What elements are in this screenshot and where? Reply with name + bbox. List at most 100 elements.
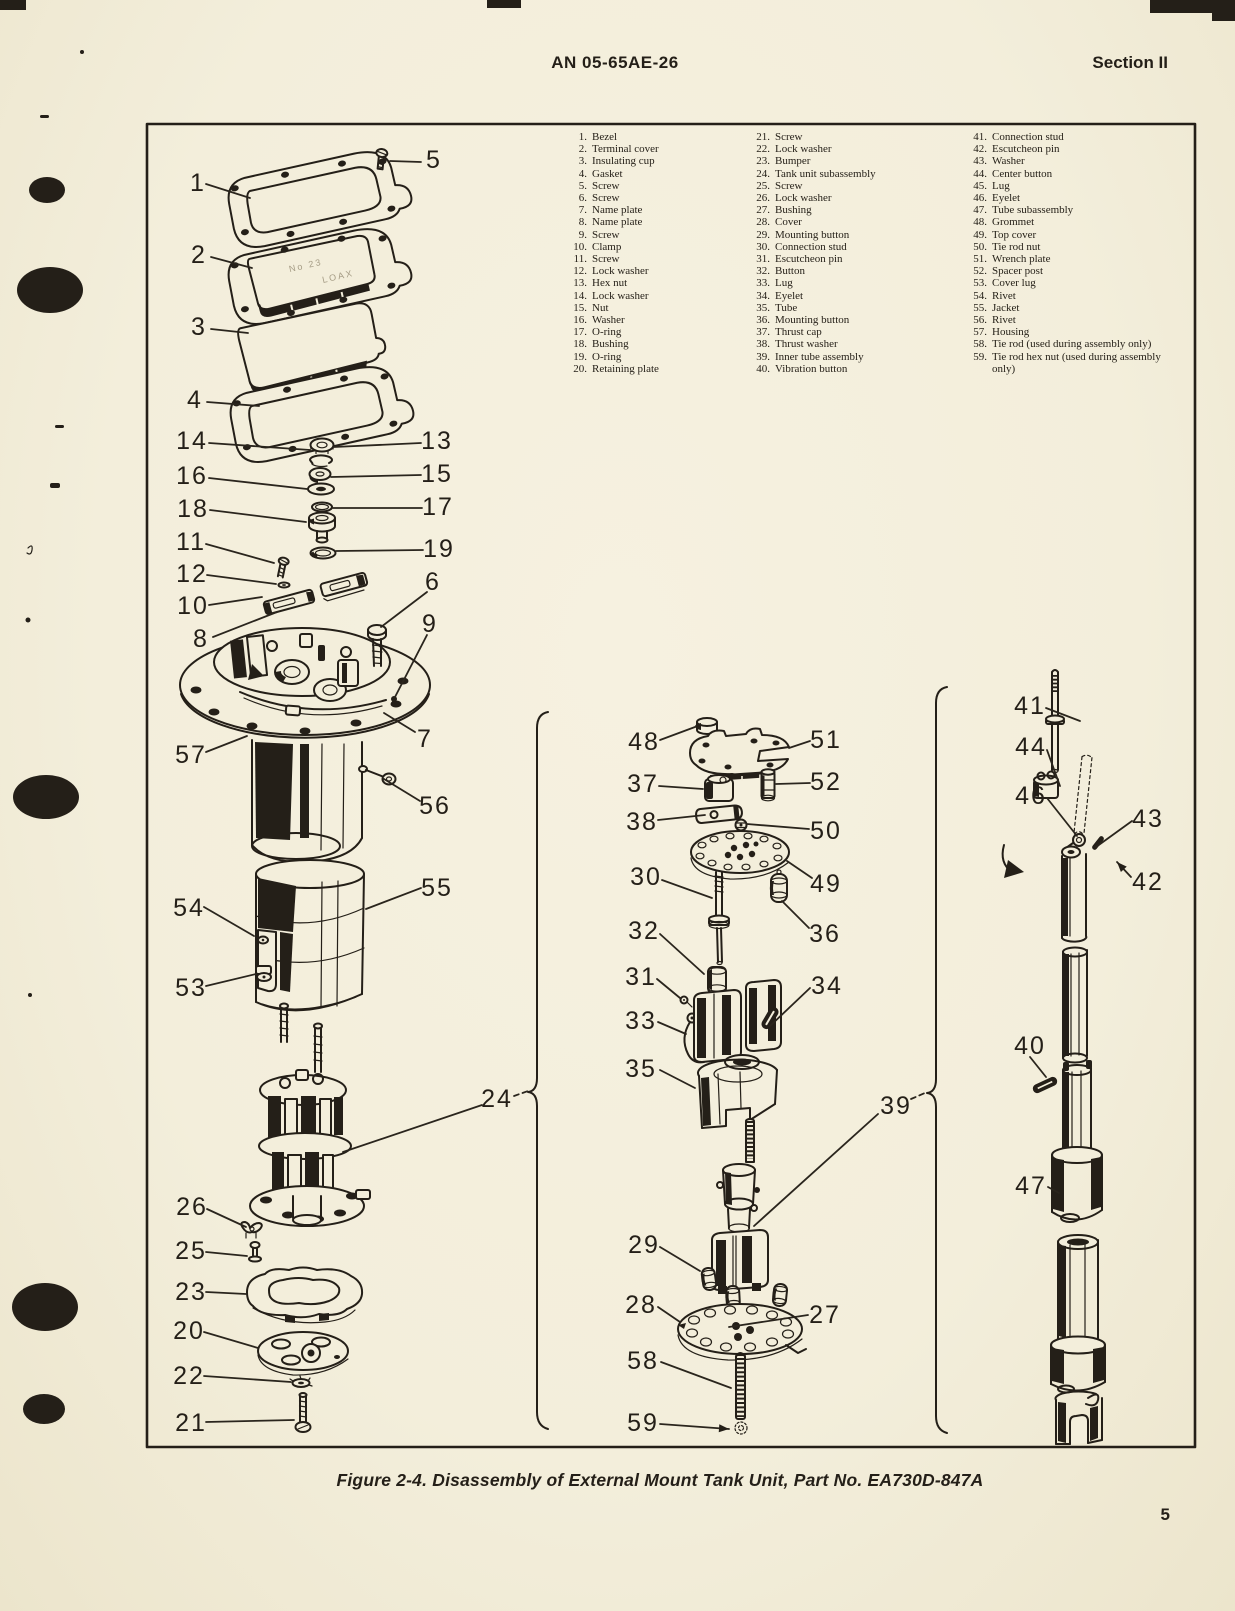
part-name: Lug: [992, 179, 1010, 192]
leader-line: [1095, 820, 1133, 848]
part-row: 14.Lock washer: [566, 290, 748, 302]
part-row: 15.Nut: [566, 302, 748, 314]
leader-line: [657, 1306, 681, 1323]
leader-line: [203, 1331, 259, 1349]
part-number: 37.: [756, 326, 770, 339]
leader-line: [210, 328, 249, 334]
part-number: 47.: [973, 204, 987, 217]
callout-59: 59: [627, 1409, 659, 1437]
part-name: O-ring: [592, 326, 622, 339]
part-number: 19.: [573, 350, 587, 363]
callout-15: 15: [421, 460, 453, 488]
callout-26: 26: [176, 1193, 208, 1221]
leader-line: [910, 1092, 926, 1100]
stray-mark: [26, 545, 33, 555]
part-row: 9.Screw: [566, 229, 748, 241]
mounting-button-36-drawing: [769, 869, 788, 903]
callout-28: 28: [625, 1291, 657, 1319]
callout-48: 48: [628, 728, 660, 756]
callout-58: 58: [627, 1347, 659, 1375]
part-name: Tie rod nut: [992, 240, 1041, 253]
tube-shells-drawing: [693, 979, 782, 1070]
part-number: 35.: [756, 301, 770, 314]
part-number: 56.: [973, 314, 987, 327]
callout-21: 21: [175, 1409, 207, 1437]
part-number: 7.: [578, 204, 587, 217]
part-number: 26.: [756, 192, 770, 205]
part-row: 1.Bezel: [566, 131, 748, 143]
tie-rod-nut-drawing: [734, 818, 748, 832]
part-number: 6.: [578, 192, 587, 205]
part-row: 45.Lug: [966, 180, 1186, 192]
callout-14: 14: [176, 427, 208, 455]
part-row: 23.Bumper: [749, 155, 954, 167]
callout-30: 30: [630, 863, 662, 891]
part-row: 49.Top cover: [966, 229, 1186, 241]
part-name: Wrench plate: [992, 253, 1051, 266]
callout-40: 40: [1014, 1032, 1046, 1060]
part-name: Washer: [992, 155, 1025, 168]
vibration-button-40-drawing: [1032, 1076, 1058, 1094]
part-name: Inner tube assembly: [775, 350, 864, 363]
part-number: 25.: [756, 179, 770, 192]
callout-38: 38: [626, 808, 658, 836]
part-row: 21.Screw: [749, 131, 954, 143]
callout-5: 5: [426, 146, 442, 174]
part-name: Screw: [592, 179, 620, 192]
part-number: 13.: [573, 277, 587, 290]
part-number: 4.: [578, 167, 587, 180]
part-row: 38.Thrust washer: [749, 338, 954, 350]
leader-line: [210, 256, 253, 269]
part-number: 16.: [573, 314, 587, 327]
part-number: 12.: [573, 265, 587, 278]
part-name: Housing: [992, 326, 1030, 339]
leader-line: [659, 1246, 701, 1272]
cover-lug-53-drawing: [255, 965, 272, 982]
callout-36: 36: [809, 920, 841, 948]
part-row: 51.Wrench plate: [966, 253, 1186, 265]
bumper-drawing: [246, 1266, 364, 1324]
leader-line: [661, 879, 713, 899]
part-row: 22.Lock washer: [749, 143, 954, 155]
part-number: 32.: [756, 265, 770, 278]
part-row: 18.Bushing: [566, 338, 748, 350]
part-number: 33.: [756, 277, 770, 290]
rivet-56-drawing: [358, 765, 397, 786]
callout-6: 6: [425, 568, 441, 596]
part-name: Thrust washer: [775, 338, 838, 351]
connection-stud-41-drawing: [1045, 669, 1065, 774]
part-row: 33.Lug: [749, 277, 954, 289]
part-number: 41.: [973, 131, 987, 143]
part-number: 30.: [756, 240, 770, 253]
part-number: 27.: [756, 204, 770, 217]
leader-arrowhead: [1117, 862, 1127, 873]
thrust-cap-drawing: [704, 774, 734, 802]
part-number: 57.: [973, 326, 987, 339]
part-row: 42.Escutcheon pin: [966, 143, 1186, 155]
leader-line: [513, 1090, 529, 1097]
leader-line: [203, 906, 255, 937]
part-name: Connection stud: [775, 240, 847, 253]
part-name: O-ring: [592, 350, 622, 363]
part-name: Name plate: [592, 204, 643, 217]
part-row: 34.Eyelet: [749, 290, 954, 302]
part-row: 35.Tube: [749, 302, 954, 314]
part-row: 30. Connection stud: [749, 241, 954, 253]
part-row: 59.Tie rod hex nut (used during assembly…: [966, 351, 1186, 375]
screw-5-drawing: [375, 148, 389, 171]
part-number: 14.: [573, 289, 587, 302]
part-name: Hex nut: [592, 277, 628, 290]
gasket-drawing: [229, 366, 415, 463]
tank-unit-brace: [527, 711, 549, 1430]
part-number: 8.: [578, 216, 587, 229]
part-number: 10.: [573, 240, 587, 253]
part-number: 20.: [573, 362, 587, 375]
washer-43-drawing: [1061, 845, 1081, 859]
callout-29: 29: [628, 1231, 660, 1259]
part-name: Nut: [592, 301, 609, 314]
part-name: Jacket: [992, 301, 1020, 314]
callout-9: 9: [422, 610, 438, 638]
leader-line: [205, 1251, 248, 1257]
